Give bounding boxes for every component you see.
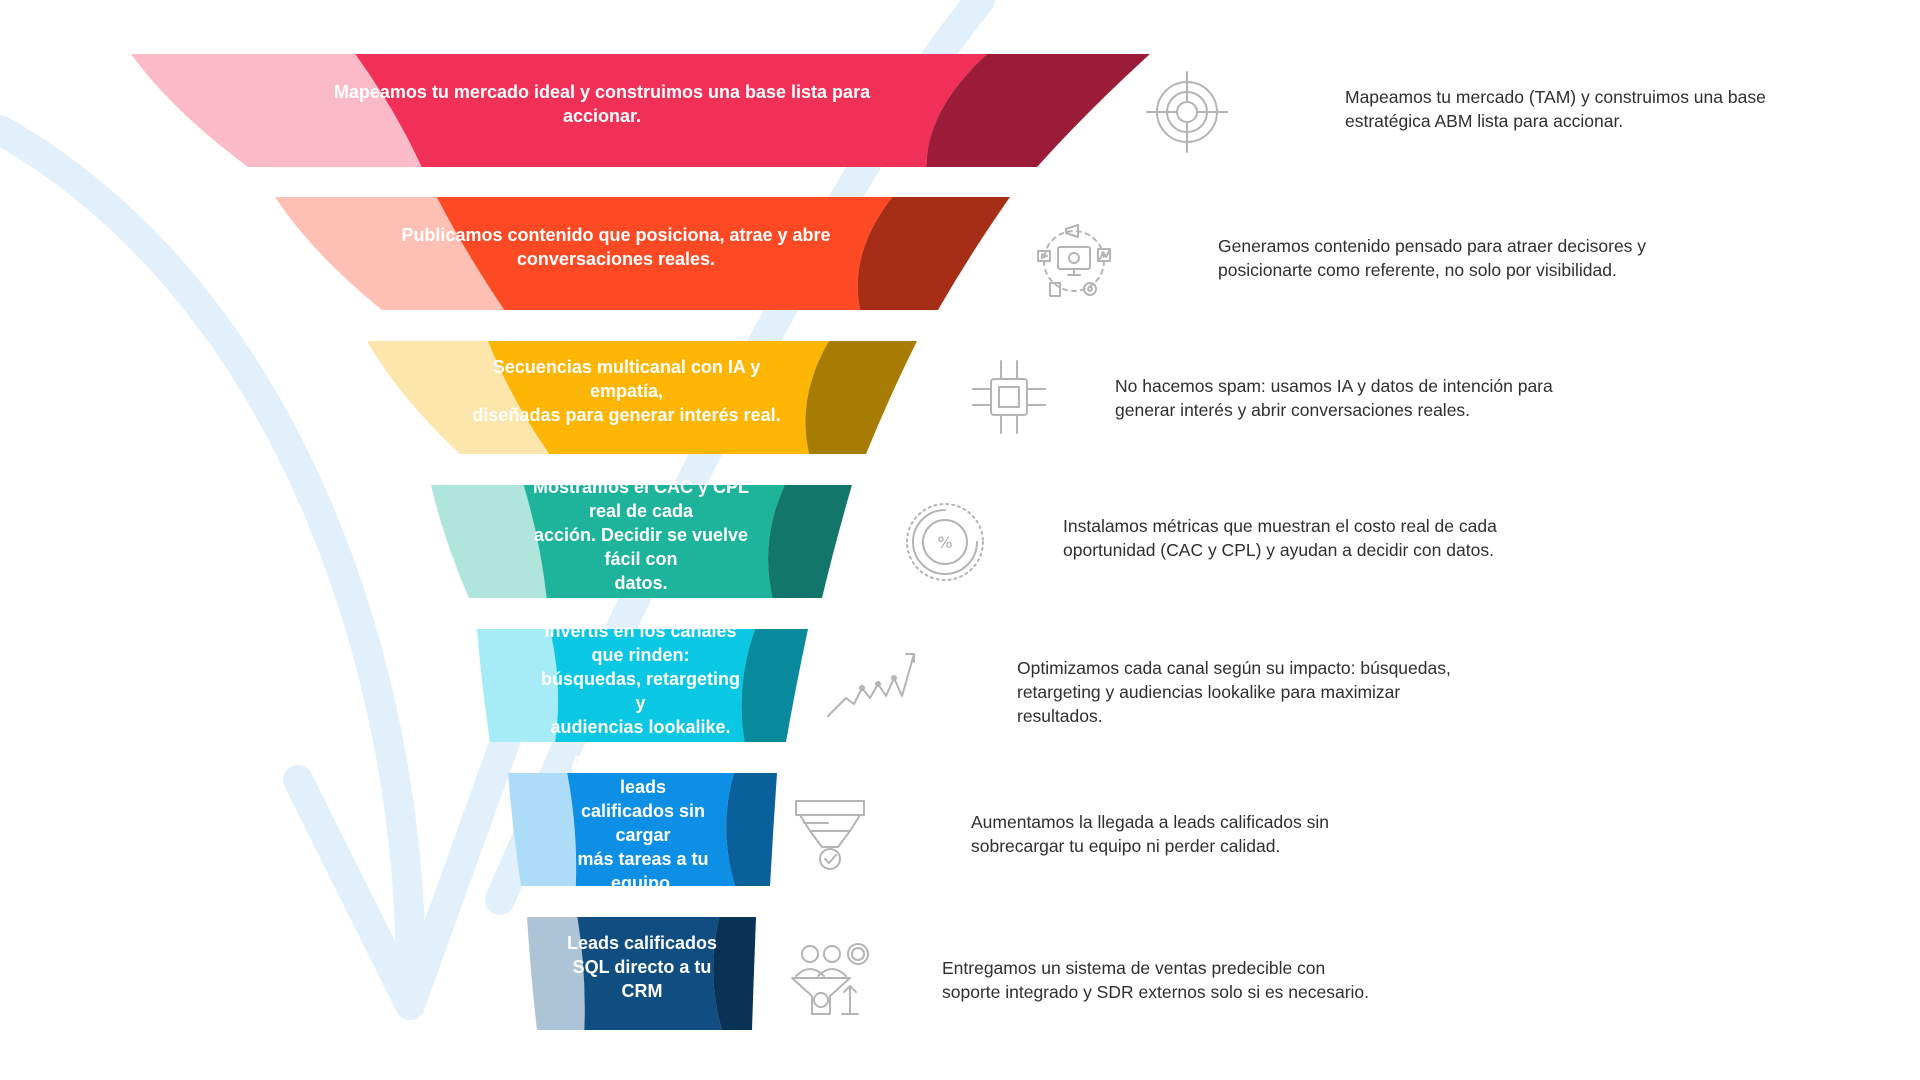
funnel-band-channels (477, 629, 808, 742)
funnel-band-light-5 (477, 629, 559, 742)
funnel-band-main-1 (355, 54, 987, 167)
funnel-band-main-5 (549, 629, 756, 742)
funnel-band-market-map (131, 54, 1150, 167)
funnel-label-metrics: Mostramos el CAC y CPL real de cada acci… (532, 476, 750, 593)
funnel-band-dark-1 (926, 54, 1150, 167)
funnel-band-qualified-leads (508, 773, 777, 886)
funnel-band-light-4 (431, 485, 547, 598)
step-description-metrics: Instalamos métricas que muestran el cost… (1063, 516, 1497, 560)
funnel-band-light-3 (367, 341, 550, 454)
funnel-band-main-2 (436, 197, 893, 310)
funnel-band-metrics (431, 485, 852, 598)
funnel-label-market-map: Mapeamos tu mercado ideal y construimos … (333, 81, 871, 126)
funnel-band-crm-delivery (527, 917, 756, 1030)
funnel-band-dark-4 (768, 485, 852, 598)
content-marketing-icon (1032, 219, 1116, 303)
background-arrow-head (283, 685, 535, 1020)
background-arrow-curve (0, 115, 426, 1020)
percent-gauge-icon: % (903, 500, 987, 584)
step-description-qualified-leads: Aumentamos la llegada a leads calificado… (971, 812, 1329, 856)
funnel-band-dark-3 (805, 341, 917, 454)
funnel-band-dark-5 (741, 629, 808, 742)
funnel-band-light-1 (131, 54, 422, 167)
funnel-band-main-4 (523, 485, 785, 598)
funnel-label-qualified-leads: Aumentamos los leads calificados sin car… (570, 752, 716, 893)
step-description-crm-delivery: Entregamos un sistema de ventas predecib… (942, 958, 1370, 1002)
step-description-content: Generamos contenido pensado para atraer … (1218, 236, 1647, 280)
funnel-band-dark-6 (726, 773, 777, 886)
step-description-outreach: No hacemos spam: usamos IA y datos de in… (1115, 376, 1553, 420)
target-crosshair-icon (1145, 70, 1229, 154)
funnel-label-content: Publicamos contenido que posiciona, atra… (401, 224, 831, 269)
funnel-band-outreach (367, 341, 917, 454)
funnel-band-light-7 (527, 917, 585, 1030)
funnel-band-light-6 (508, 773, 577, 886)
funnel-label-outreach: Secuencias multicanal con IA y empatía, … (472, 356, 781, 425)
step-description-channels: Optimizamos cada canal según su impacto:… (1017, 658, 1451, 726)
funnel-label-crm-delivery: Leads calificados SQL directo a tu CRM (566, 932, 718, 1001)
funnel-band-main-7 (577, 917, 722, 1030)
funnel-band-content (275, 197, 1010, 310)
funnel-label-channels: Invertís en los canales que rinden: búsq… (540, 620, 741, 737)
funnel-band-light-2 (275, 197, 505, 310)
funnel-filter-icon (788, 793, 872, 877)
funnel-band-main-6 (567, 773, 736, 886)
funnel-band-dark-7 (713, 917, 756, 1030)
funnel-band-main-3 (488, 341, 829, 454)
growth-chart-icon (827, 644, 915, 728)
funnel-band-dark-2 (857, 197, 1010, 310)
svg-text:%: % (937, 533, 952, 552)
sales-crm-icon (786, 938, 870, 1022)
step-description-market-map: Mapeamos tu mercado (TAM) y construimos … (1345, 87, 1766, 131)
ai-chip-icon (967, 355, 1051, 439)
